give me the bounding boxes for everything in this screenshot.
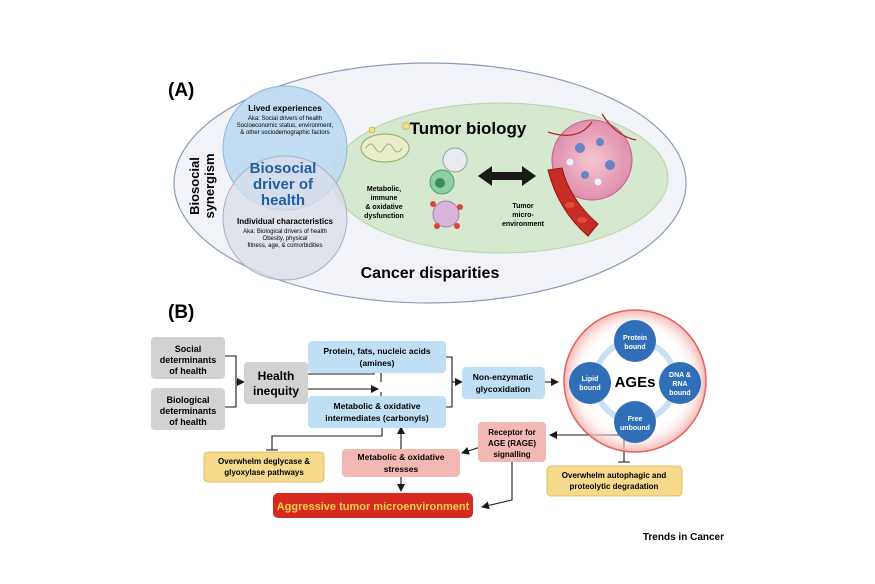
lipid-bound-node bbox=[569, 362, 611, 404]
panel-b-label: (B) bbox=[168, 302, 194, 323]
metabolic-stresses-box bbox=[342, 449, 460, 477]
deglycase-box bbox=[203, 451, 325, 483]
stress-line-2: stresses bbox=[384, 464, 419, 474]
aggressive-label: Aggressive tumor microenvironment bbox=[277, 501, 470, 513]
glycoxidation-box bbox=[462, 367, 545, 399]
individual-line-3: fitness, age, & comorbidities bbox=[247, 243, 322, 249]
health-inequity-box bbox=[244, 362, 308, 404]
tumor-biology-title: Tumor biology bbox=[410, 119, 527, 138]
social-line-2: determinants bbox=[160, 355, 217, 365]
mitochondrion-icon bbox=[360, 122, 410, 163]
rage-line-3: signalling bbox=[493, 450, 530, 459]
panel-a-label: (A) bbox=[168, 80, 194, 101]
bio-line-3: of health bbox=[169, 417, 207, 427]
metabolic-line-4: dysfunction bbox=[364, 213, 404, 220]
autophagic-line-1: Overwhelm autophagic and bbox=[562, 471, 667, 480]
protein-bound-line-1: Protein bbox=[623, 335, 647, 342]
biological-determinants-box bbox=[151, 388, 225, 430]
stress-line-1: Metabolic & oxidative bbox=[358, 452, 445, 462]
social-determinants-box bbox=[151, 337, 225, 379]
metab-int-line-1: Metabolic & oxidative bbox=[334, 401, 421, 411]
individual-line-1: Aka: Biological drivers of health bbox=[243, 229, 327, 235]
dna-line-2: RNA bbox=[672, 381, 687, 388]
protein-line-1: Protein, fats, nucleic acids bbox=[323, 346, 431, 356]
ages-label: AGEs bbox=[615, 374, 656, 391]
lipid-bound-line-1: Lipid bbox=[582, 376, 599, 383]
tme-line-2: micro- bbox=[512, 212, 534, 219]
metabolic-line-3: & oxidative bbox=[365, 204, 402, 211]
double-arrow-icon bbox=[478, 166, 536, 186]
protein-bound-node bbox=[614, 320, 656, 362]
free-line-1: Free bbox=[628, 416, 643, 423]
lived-line-2: Socioeconomic status, environment, bbox=[237, 123, 334, 129]
aggressive-tme-box bbox=[273, 493, 473, 518]
protein-fats-box bbox=[308, 341, 446, 373]
rage-line-1: Receptor for bbox=[488, 428, 536, 437]
ages-circle bbox=[563, 309, 707, 453]
metab-int-line-2: intermediates (carbonyls) bbox=[325, 413, 429, 423]
individual-characteristics-circle bbox=[222, 155, 348, 281]
rage-signalling-box bbox=[478, 422, 546, 462]
inequity-line-2: inequity bbox=[253, 384, 299, 398]
tumor-cell-icon bbox=[430, 200, 463, 229]
tumor-microenvironment-icon bbox=[547, 113, 637, 237]
metabolic-intermediates-box bbox=[308, 396, 446, 428]
metabolic-line-1: Metabolic, bbox=[367, 186, 401, 193]
biosocial-center-line-2: driver of bbox=[253, 176, 314, 193]
cancer-disparities-title: Cancer disparities bbox=[361, 265, 500, 282]
metabolic-line-2: immune bbox=[371, 195, 398, 202]
inequity-line-1: Health bbox=[258, 369, 295, 383]
dna-rna-bound-node bbox=[659, 362, 701, 404]
dna-line-1: DNA & bbox=[669, 372, 691, 379]
deglycase-line-2: glyoxylase pathways bbox=[224, 468, 304, 477]
lived-line-3: & other sociodemographic factors bbox=[240, 130, 329, 136]
glyco-line-2: glycoxidation bbox=[476, 384, 531, 394]
individual-line-2: Obesity, physical bbox=[263, 236, 308, 242]
glyco-line-1: Non-enzymatic bbox=[473, 372, 534, 382]
social-line-3: of health bbox=[169, 366, 207, 376]
autophagic-box bbox=[546, 465, 683, 497]
protein-line-2: (amines) bbox=[360, 358, 395, 368]
social-line-1: Social bbox=[175, 344, 202, 354]
biosocial-center-line-1: Biosocial bbox=[250, 160, 317, 177]
journal-logo: Trends in Cancer bbox=[643, 532, 724, 543]
autophagic-line-2: proteolytic degradation bbox=[570, 482, 659, 491]
side-label-synergism: synergism bbox=[202, 153, 217, 218]
tme-line-1: Tumor bbox=[512, 203, 534, 210]
tme-line-3: environment bbox=[502, 221, 545, 228]
side-label-biosocial: Biosocial bbox=[187, 157, 202, 215]
bio-line-1: Biological bbox=[166, 395, 209, 405]
bio-line-2: determinants bbox=[160, 406, 217, 416]
individual-title: Individual characteristics bbox=[237, 217, 334, 226]
rage-line-2: AGE (RAGE) bbox=[488, 439, 536, 448]
dna-line-3: bound bbox=[669, 390, 690, 397]
deglycase-line-1: Overwhelm deglycase & bbox=[218, 457, 310, 466]
immune-cell-icon bbox=[429, 147, 468, 195]
biosocial-center-line-3: health bbox=[261, 192, 305, 209]
lived-line-1: Aka: Social drivers of health bbox=[248, 116, 322, 122]
free-line-2: unbound bbox=[620, 425, 650, 432]
lived-title: Lived experiences bbox=[248, 103, 322, 113]
lipid-bound-line-2: bound bbox=[579, 385, 600, 392]
free-unbound-node bbox=[614, 401, 656, 443]
protein-bound-line-2: bound bbox=[624, 344, 645, 351]
